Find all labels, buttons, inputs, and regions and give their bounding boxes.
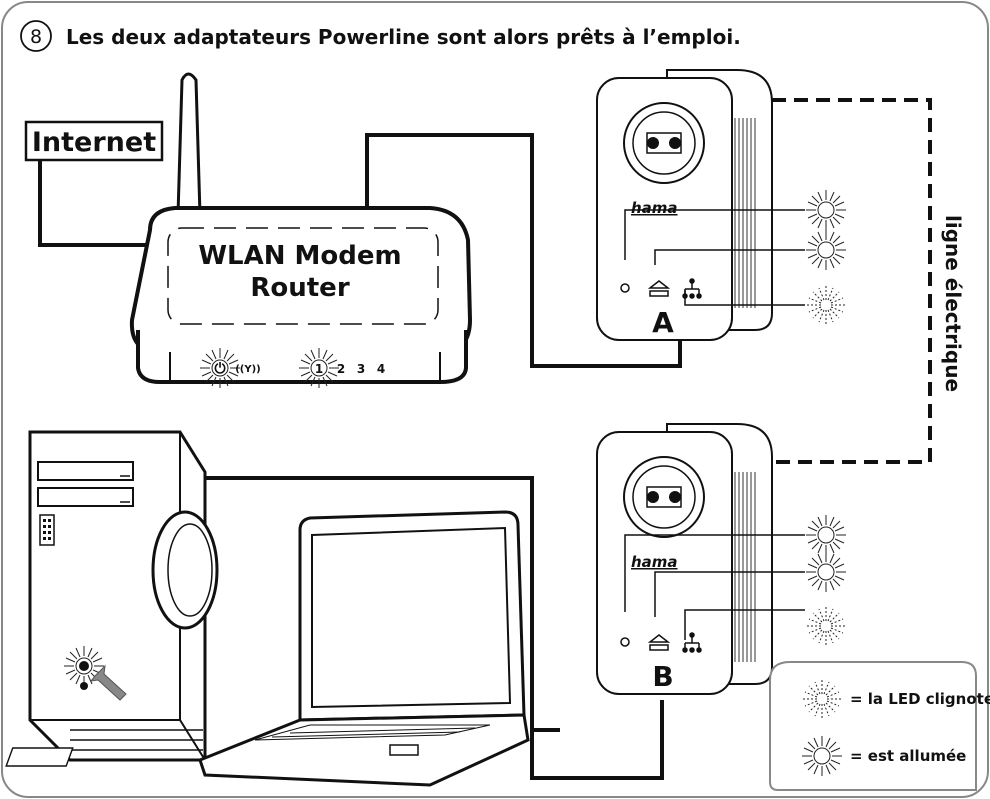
router-port-2: 2: [337, 362, 345, 376]
adapter-b-power-led-steady: [805, 514, 847, 556]
title-text: Les deux adaptateurs Powerline sont alor…: [66, 25, 741, 49]
router-port-3: 3: [357, 362, 365, 376]
cable-internet-router: [38, 160, 148, 247]
pc-tower: [28, 430, 219, 762]
step-number: 8: [30, 26, 42, 48]
adapter-b-label: B: [652, 660, 673, 693]
internet-box: Internet: [24, 120, 164, 162]
step-number-circle: [20, 20, 52, 52]
legend-steady-led-icon: [801, 735, 843, 777]
router-port-1: 1: [315, 362, 323, 376]
adapter-a-powerline-led-steady: [805, 229, 847, 271]
adapter-a-power-led-steady: [805, 189, 847, 231]
adapter-a-brand: hama: [631, 199, 678, 217]
legend: = la LED clignote = est allumée: [769, 661, 990, 791]
adapter-a: hama A: [596, 69, 773, 341]
internet-label: Internet: [32, 127, 156, 158]
adapter-b-powerline-led-steady: [805, 551, 847, 593]
powerline-label: ligne électrique: [941, 215, 965, 392]
adapter-b: hama B: [596, 423, 773, 695]
press-arrow-icon: [89, 664, 127, 701]
router: WLAN Modem Router ⏻ ((Y)) 1 2 3 4: [129, 72, 473, 389]
adapter-a-label: A: [652, 306, 674, 339]
legend-blinking-text: = la LED clignote: [850, 690, 990, 708]
cables: [38, 133, 682, 780]
adapter-a-led-callouts: [624, 209, 805, 306]
router-port-4: 4: [377, 362, 385, 376]
cable-router-adapter-a: [365, 133, 682, 368]
power-icon: ⏻: [214, 361, 225, 377]
laptop: [5, 510, 530, 787]
legend-steady-text: = est allumée: [850, 747, 966, 765]
cable-pc-adapter-b: [205, 476, 664, 780]
router-label-line1: WLAN Modem: [198, 241, 401, 271]
powerline-dashed-line: [772, 98, 932, 464]
adapter-b-brand: hama: [631, 553, 678, 571]
pc-power-button: [79, 661, 89, 671]
router-label-line2: Router: [250, 273, 349, 303]
step-title: 8 Les deux adaptateurs Powerline sont al…: [20, 20, 741, 52]
wifi-icon: ((Y)): [235, 364, 261, 375]
adapter-b-led-callouts: [624, 534, 805, 640]
